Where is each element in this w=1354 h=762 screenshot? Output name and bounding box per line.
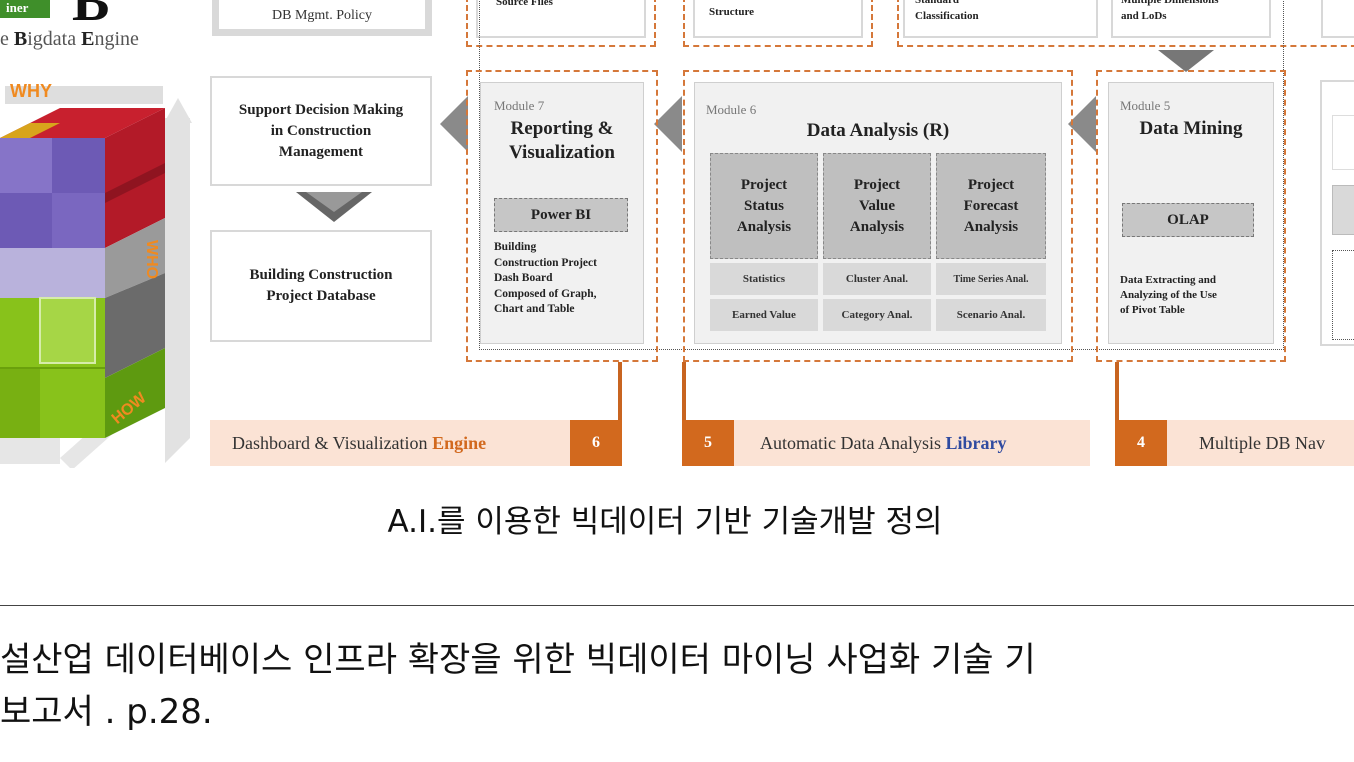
source-files-frame: Source Files: [466, 0, 656, 47]
method-earned-value: Earned Value: [710, 299, 818, 331]
method-category: Category Anal.: [823, 299, 931, 331]
standard-frame: Standard Classification Multiple Dimensi…: [897, 0, 1354, 47]
arrow-m7-to-decision: [440, 96, 468, 152]
arrow-m5-to-m6: [1068, 96, 1096, 152]
cube-graphic: [0, 78, 200, 470]
module5-label: Module 5: [1120, 98, 1171, 113]
engine-number-4: 4: [1115, 420, 1167, 466]
logo-green-tab: iner: [0, 0, 50, 18]
logo-green-text: iner: [6, 0, 29, 15]
module5-desc: Data Extracting and Analyzing of the Use…: [1120, 274, 1217, 316]
database-box: Building Construction Project Database: [210, 230, 432, 342]
analysis-status: Project Status Analysis: [710, 153, 818, 259]
policy-box: DB Mgmt. Policy: [212, 0, 432, 36]
analysis-value: Project Value Analysis: [823, 153, 931, 259]
cube-why-label: WHY: [10, 81, 52, 101]
method-scenario: Scenario Anal.: [936, 299, 1046, 331]
structure-text: Structure: [709, 6, 755, 18]
engine-number-5: 5: [682, 420, 734, 466]
right-cropped-cell-c: [1332, 250, 1354, 340]
module5-frame: [1096, 70, 1286, 362]
logo-letter: B: [72, 0, 110, 33]
method-cluster: Cluster Anal.: [823, 263, 931, 295]
cube-who-label: WHO: [143, 240, 160, 280]
structure-frame: Structure: [683, 0, 873, 47]
right-cropped-cell-b: [1332, 185, 1354, 235]
module6-title: Data Analysis (R): [806, 120, 950, 141]
method-statistics: Statistics: [710, 263, 818, 295]
figure-caption: A.I.를 이용한 빅데이터 기반 기술개발 정의: [387, 504, 943, 540]
footnote-line-2: 보고서 . p.28.: [0, 692, 213, 732]
multi-dim-text: Multiple Dimensions and LoDs: [1121, 0, 1219, 22]
dotted-frame: [479, 0, 1284, 350]
analysis-forecast: Project Forecast Analysis: [936, 153, 1046, 259]
down-arrow-left: [296, 192, 372, 222]
module7-desc: Building Construction Project Dash Board…: [494, 241, 597, 315]
dashboard-engine-bar: Dashboard & Visualization Engine: [210, 420, 570, 466]
source-files-text: Source Files: [496, 0, 553, 8]
connector-5: [682, 362, 686, 426]
module5-title: Data Mining: [1139, 118, 1243, 139]
module7-tool: Power BI: [494, 198, 628, 232]
connector-6: [618, 362, 622, 426]
logo-subtitle: e Bigdata Engine: [0, 28, 139, 50]
arrow-m6-to-m7: [654, 96, 682, 152]
footnote-line-1: 설산업 데이터베이스 인프라 확장을 위한 빅데이터 마이닝 사업화 기술 기: [0, 640, 1036, 680]
module7-label: Module 7: [494, 98, 545, 113]
separator-line: [0, 605, 1354, 606]
module5-tool: OLAP: [1122, 203, 1254, 237]
db-navigation-bar: Multiple DB Nav: [1167, 420, 1354, 466]
method-timeseries: Time Series Anal.: [936, 263, 1046, 295]
analysis-library-bar: Automatic Data Analysis Library: [734, 420, 1090, 466]
module7-frame: [466, 70, 658, 362]
standard-text: Standard Classification: [915, 0, 979, 22]
connector-4: [1115, 362, 1119, 426]
module7-title: Reporting & Visualization: [509, 118, 615, 163]
module6-frame: [683, 70, 1073, 362]
engine-number-6: 6: [570, 420, 622, 466]
right-cropped-cell-a: [1332, 115, 1354, 170]
down-arrow-multi: [1158, 50, 1214, 72]
decision-box: Support Decision Making in Construction …: [210, 76, 432, 186]
module6-label: Module 6: [706, 102, 757, 117]
